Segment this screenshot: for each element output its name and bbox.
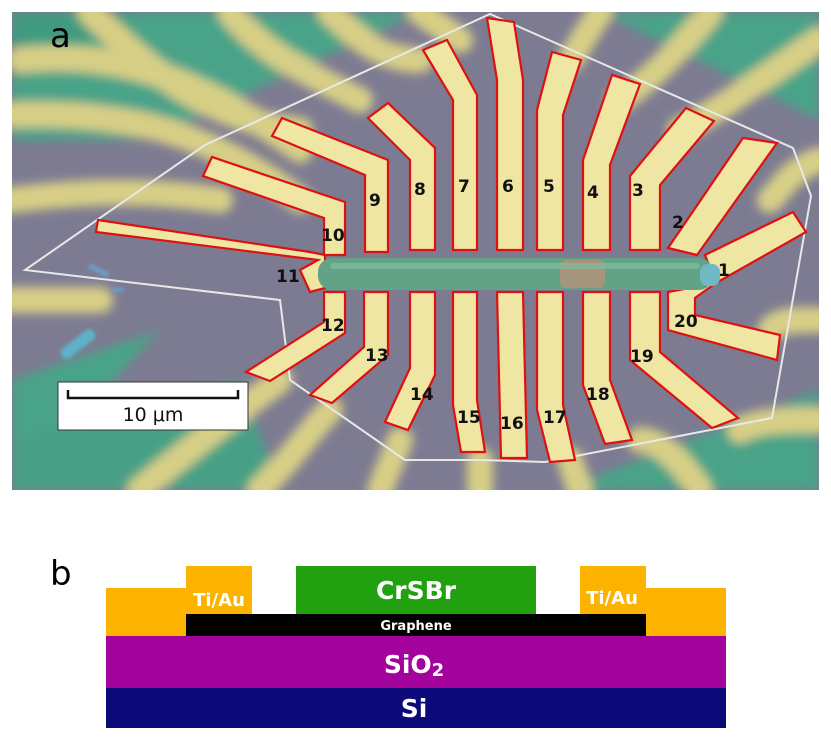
electrode-19: [628, 290, 741, 430]
sio2-subscript: 2: [432, 660, 445, 681]
sio2-main: SiO: [384, 650, 432, 679]
electrode-label-19: 19: [630, 347, 654, 367]
electrode-9: [270, 116, 390, 254]
graphene-layer: [186, 614, 646, 636]
electrode-16: [495, 290, 529, 460]
electrode-label-16: 16: [500, 414, 524, 434]
panel-letter-a: a: [50, 16, 71, 56]
electrode-15: [451, 290, 487, 454]
electrode-label-5: 5: [543, 177, 555, 197]
electrode-5: [535, 50, 583, 252]
electrode-label-4: 4: [587, 183, 599, 203]
panel-letter-b: b: [50, 554, 72, 594]
electrode-label-14: 14: [410, 385, 434, 405]
flake-strip: [318, 258, 720, 290]
electrode-13: [307, 290, 390, 405]
electrode-14: [383, 290, 437, 432]
electrode-label-2: 2: [672, 213, 684, 233]
scale-bar-label: 10 μm: [123, 404, 184, 426]
electrode-label-3: 3: [632, 181, 644, 201]
electrode-labels: 1 2 3 4 5 6 7 8 9 10 11 12 13 14 15 16 1…: [276, 177, 730, 434]
electrode-label-6: 6: [502, 177, 514, 197]
electrode-label-20: 20: [674, 312, 698, 332]
crsbr-layer: [296, 566, 536, 614]
electrode-2: [666, 136, 779, 257]
electrode-label-13: 13: [365, 346, 389, 366]
sio2-label: SiO2: [384, 650, 444, 681]
electrode-10: [201, 155, 347, 257]
electrode-label-9: 9: [369, 191, 381, 211]
electrode-label-18: 18: [586, 385, 610, 405]
si-label: Si: [401, 694, 428, 723]
electrode-11: [94, 218, 327, 294]
electrode-18: [581, 290, 634, 446]
electrode-label-7: 7: [458, 177, 470, 197]
contact-right-label: Ti/Au: [586, 588, 638, 609]
electrode-17: [535, 290, 577, 464]
electrode-7: [421, 38, 479, 252]
debris: [60, 264, 124, 360]
si-layer: [106, 688, 726, 728]
electrode-8: [366, 101, 437, 252]
electrode-label-12: 12: [321, 316, 345, 336]
electrode-label-8: 8: [414, 180, 426, 200]
micrograph: 1 2 3 4 5 6 7 8 9 10 11 12 13 14 15 16 1…: [12, 12, 819, 490]
sio2-layer: [106, 636, 726, 688]
electrodes: [94, 16, 808, 464]
electrode-4: [581, 73, 642, 252]
contact-left-label: Ti/Au: [193, 590, 245, 611]
scale-bar: 10 μm: [57, 381, 249, 431]
crsbr-label: CrSBr: [376, 576, 457, 605]
electrode-label-11: 11: [276, 267, 300, 287]
electrode-label-17: 17: [543, 408, 567, 428]
electrode-label-15: 15: [457, 408, 481, 428]
electrode-label-10: 10: [321, 226, 345, 246]
electrode-12: [243, 290, 347, 383]
electrode-3: [628, 106, 716, 252]
layer-stack: b CrSBr Ti/Au Ti/Au Graphene SiO2 Si: [50, 554, 726, 728]
electrode-6: [485, 16, 525, 252]
graphene-label: Graphene: [380, 619, 451, 634]
electrode-label-1: 1: [718, 261, 730, 281]
